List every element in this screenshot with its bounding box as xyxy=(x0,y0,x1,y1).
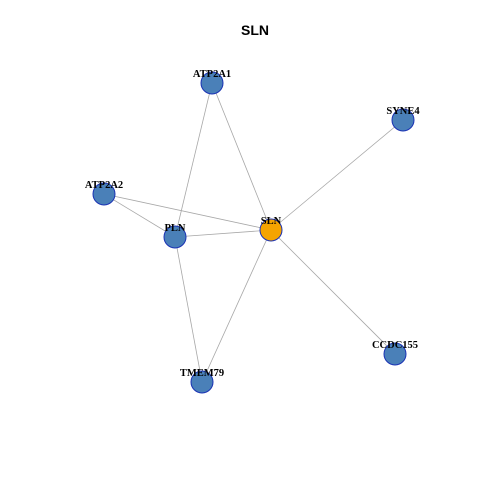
edge-sln-tmem79 xyxy=(201,229,272,383)
node-sln xyxy=(259,218,283,242)
node-tmem79 xyxy=(190,370,214,394)
node-label-syne4: SYNE4 xyxy=(386,106,420,117)
edge-atp2a2-pln xyxy=(103,193,176,238)
edge-sln-atp2a2 xyxy=(103,193,272,231)
node-ccdc155 xyxy=(383,342,407,366)
node-atp2a2 xyxy=(92,182,116,206)
node-atp2a1 xyxy=(200,71,224,95)
node-pln xyxy=(163,225,187,249)
node-layer xyxy=(92,71,415,394)
node-label-ccdc155: CCDC155 xyxy=(372,340,418,351)
node-label-atp2a1: ATP2A1 xyxy=(193,69,231,80)
node-syne4 xyxy=(391,108,415,132)
edge-pln-tmem79 xyxy=(174,236,203,383)
node-label-atp2a2: ATP2A2 xyxy=(85,180,123,191)
edge-layer xyxy=(103,82,404,383)
node-label-pln: PLN xyxy=(165,223,186,234)
node-label-sln: SLN xyxy=(261,216,282,227)
edge-sln-syne4 xyxy=(270,119,404,231)
diagram-title: SLN xyxy=(241,22,269,38)
edge-sln-atp2a1 xyxy=(211,82,272,231)
edge-atp2a1-pln xyxy=(174,82,213,238)
edge-sln-pln xyxy=(174,229,272,238)
edge-sln-ccdc155 xyxy=(270,229,396,355)
node-label-tmem79: TMEM79 xyxy=(180,368,224,379)
